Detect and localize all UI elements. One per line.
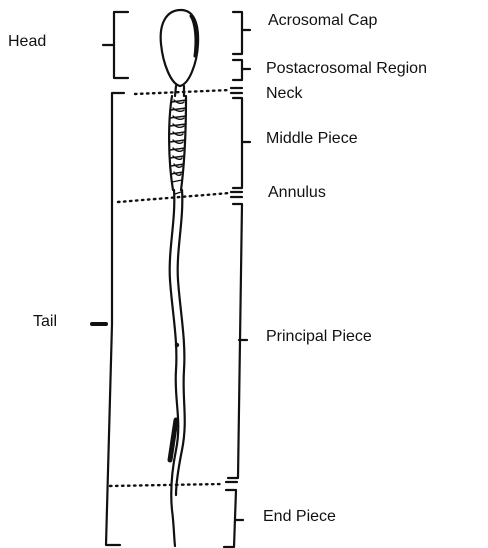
flagellum-tail (170, 190, 185, 546)
end-piece-label: End Piece (263, 508, 336, 526)
principal-piece-label: Principal Piece (266, 328, 372, 346)
tail-bracket (92, 93, 124, 545)
neck-bracket (231, 88, 242, 93)
principal-piece-bracket (228, 204, 247, 478)
head-bracket (103, 12, 128, 78)
acrosomal-cap-label: Acrosomal Cap (268, 12, 377, 30)
neck-boundary-line (135, 90, 230, 94)
acrosomal-cap-bracket (233, 12, 250, 54)
tail-label: Tail (33, 313, 57, 331)
middle-piece-label: Middle Piece (266, 130, 358, 148)
sperm-cell-drawing (161, 10, 198, 546)
postacrosomal-bracket (233, 60, 250, 80)
middle-piece-bracket (233, 98, 250, 188)
neck-label: Neck (266, 85, 302, 103)
annulus-label: Annulus (268, 184, 326, 202)
postacrosomal-region-label: Postacrosomal Region (266, 60, 427, 78)
mitochondrial-sheath (169, 96, 186, 190)
annulus-bracket (231, 192, 242, 197)
end-piece-bracket (224, 482, 243, 547)
head-label: Head (8, 33, 46, 51)
end-piece-boundary-line (110, 484, 222, 486)
